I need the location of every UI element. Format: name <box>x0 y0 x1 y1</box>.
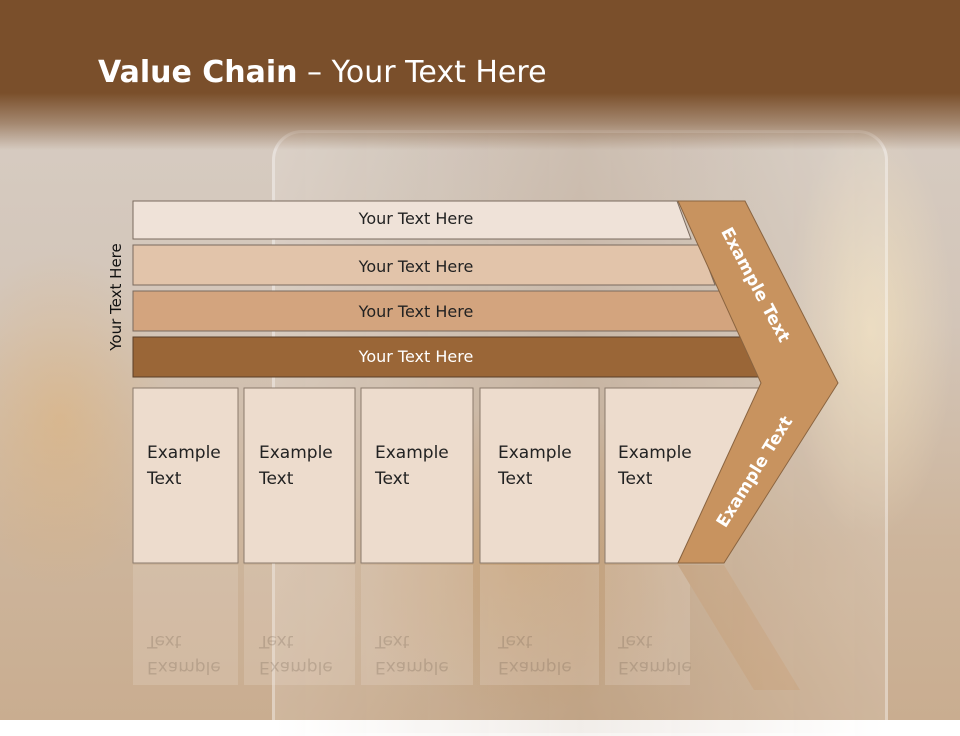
box-1 <box>132 387 239 564</box>
bar-label-2: Your Text Here <box>358 257 474 276</box>
bar-label-3: Your Text Here <box>358 302 474 321</box>
box-reflection-label-1: Example Text <box>147 631 221 677</box>
box-label-1: Example Text <box>147 443 221 489</box>
box-reflection-3 <box>361 565 473 685</box>
bar-label-1: Your Text Here <box>358 209 474 228</box>
box-reflection-1 <box>133 565 238 685</box>
box-label-5: Example Text <box>618 443 692 489</box>
bar-2 <box>132 244 716 286</box>
reflection-group <box>133 565 800 690</box>
box-3 <box>360 387 474 564</box>
box-reflection-5 <box>605 565 690 685</box>
slide-title: Value Chain – Your Text Here <box>98 55 547 90</box>
chevron-arrow <box>677 200 839 564</box>
box-reflection-label-2: Example Text <box>259 631 333 677</box>
value-chain-diagram <box>132 200 839 690</box>
box-label-2: Example Text <box>259 443 333 489</box>
title-rest: – Your Text Here <box>297 55 547 90</box>
box-reflection-label-3: Example Text <box>375 631 449 677</box>
bar-label-4: Your Text Here <box>358 347 474 366</box>
box-4 <box>479 387 600 564</box>
box-label-3: Example Text <box>375 443 449 489</box>
box-reflection-4 <box>480 565 599 685</box>
bar-1 <box>132 200 692 240</box>
box-reflection-2 <box>244 565 355 685</box>
title-bold: Value Chain <box>98 55 298 90</box>
chevron-reflection <box>678 565 800 690</box>
box-reflection-label-4: Example Text <box>498 631 572 677</box>
header-band <box>0 0 960 150</box>
box-reflection-label-5: Example Text <box>618 631 692 677</box>
box-label-4: Example Text <box>498 443 572 489</box>
box-2 <box>243 387 356 564</box>
